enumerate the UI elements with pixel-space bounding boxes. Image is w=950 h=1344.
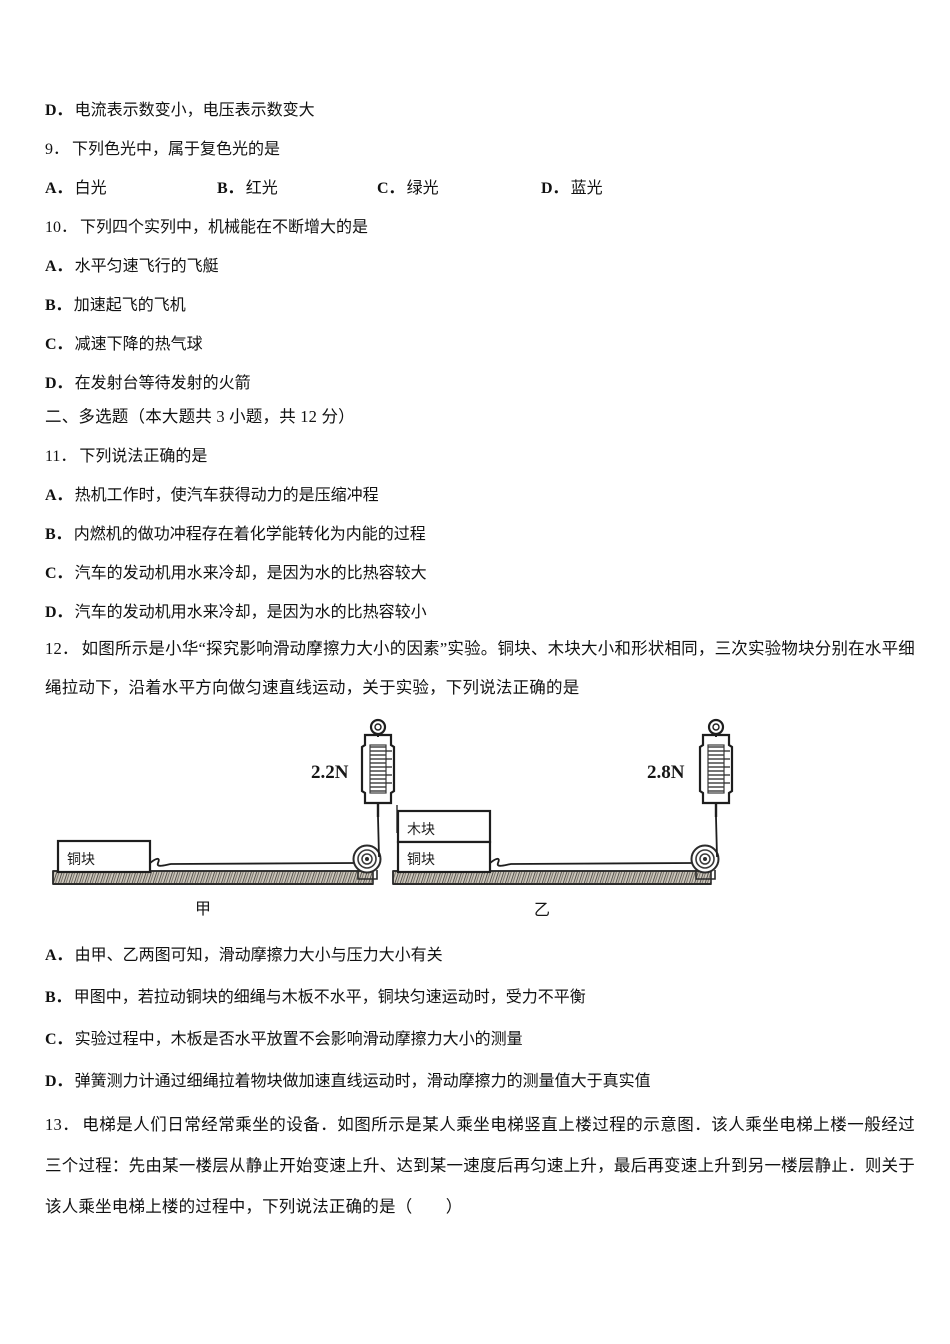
section-two-heading: 二、多选题（本大题共 3 小题，共 12 分） — [45, 407, 355, 426]
question-11-option-b: B． 内燃机的做功冲程存在着化学能转化为内能的过程 — [45, 512, 915, 551]
right-block-stack: 木块 铜块 — [396, 809, 492, 874]
left-setup-jia: 铜块 — [52, 718, 396, 918]
friction-experiment-figure: 铜块 — [45, 713, 915, 928]
question-10-option-b: B． 加速起飞的飞机 — [45, 283, 915, 322]
option-label: A． — [45, 947, 73, 964]
question-11-number: 11． — [45, 447, 77, 465]
question-12-stem-text: 如图所示是小华“探究影响滑动摩擦力大小的因素”实验。铜块、木块大小和形状相同，三… — [45, 639, 915, 697]
option-text: 水平匀速飞行的飞艇 — [74, 257, 219, 275]
question-11-stem-text: 下列说法正确的是 — [79, 447, 208, 465]
option-label: C． — [45, 335, 73, 353]
left-string — [149, 857, 364, 867]
option-label: D． — [45, 603, 73, 621]
left-pulley-icon — [352, 844, 382, 880]
option-label: C． — [45, 564, 73, 582]
question-12-option-c: C． 实验过程中，木板是否水平放置不会影响滑动摩擦力大小的测量 — [45, 1016, 915, 1058]
right-force-reading: 2.8N — [647, 762, 685, 783]
right-figure-caption: 乙 — [534, 902, 550, 919]
option-text: 甲图中，若拉动铜块的细绳与木板不水平，铜块匀速运动时，受力不平衡 — [73, 989, 586, 1006]
question-9-option-c: C． 绿光 — [377, 174, 541, 198]
option-text: 汽车的发动机用水来冷却，是因为水的比热容较大 — [74, 564, 427, 582]
left-block-label-copper: 铜块 — [67, 852, 95, 868]
option-label: A． — [45, 179, 73, 197]
option-text: 减速下降的热气球 — [74, 335, 203, 353]
question-11-stem: 11． 下列说法正确的是 — [45, 434, 915, 473]
option-text: 内燃机的做功冲程存在着化学能转化为内能的过程 — [73, 525, 426, 543]
question-11-option-d: D． 汽车的发动机用水来冷却，是因为水的比热容较小 — [45, 590, 915, 629]
right-vertical-string — [715, 816, 718, 858]
question-10-stem: 10． 下列四个实列中，机械能在不断增大的是 — [45, 205, 915, 244]
option-text: 在发射台等待发射的火箭 — [74, 374, 251, 392]
option-label: A． — [45, 486, 73, 504]
right-setup-yi: 木块 铜块 — [392, 718, 734, 919]
question-10-option-d: D． 在发射台等待发射的火箭 — [45, 361, 915, 400]
question-9-stem: 9． 下列色光中，属于复色光的是 — [45, 127, 915, 166]
option-text: 弹簧测力计通过细绳拉着物块做加速直线运动时，滑动摩擦力的测量值大于真实值 — [74, 1073, 651, 1090]
question-9-stem-text: 下列色光中，属于复色光的是 — [72, 140, 281, 158]
question-11-option-a: A． 热机工作时，使汽车获得动力的是压缩冲程 — [45, 473, 915, 512]
option-label: D． — [45, 101, 73, 119]
question-9-option-b: B． 红光 — [217, 174, 377, 198]
left-vertical-string — [377, 816, 380, 858]
option-label: B． — [45, 989, 72, 1006]
question-10-stem-text: 下列四个实列中，机械能在不断增大的是 — [80, 218, 369, 236]
left-spring-scale-icon — [360, 718, 396, 817]
question-10-number: 10． — [45, 218, 78, 236]
option-text: 汽车的发动机用水来冷却，是因为水的比热容较小 — [74, 603, 427, 621]
question-9-number: 9． — [45, 140, 70, 158]
option-text: 蓝光 — [570, 179, 603, 197]
question-12-stem: 12．如图所示是小华“探究影响滑动摩擦力大小的因素”实验。铜块、木块大小和形状相… — [45, 629, 915, 707]
left-copper-block: 铜块 — [56, 839, 152, 874]
option-text: 电流表示数变小，电压表示数变大 — [74, 101, 315, 119]
option-label: D． — [45, 1073, 73, 1090]
right-pulley-icon — [690, 844, 720, 880]
option-text: 红光 — [245, 179, 278, 197]
page-content: D． 电流表示数变小，电压表示数变大 9． 下列色光中，属于复色光的是 A． 白… — [45, 88, 915, 1227]
option-label: B． — [217, 179, 244, 197]
option-label: B． — [45, 296, 72, 314]
question-10-option-c: C． 减速下降的热气球 — [45, 322, 915, 361]
question-10-option-a: A． 水平匀速飞行的飞艇 — [45, 244, 915, 283]
option-text: 热机工作时，使汽车获得动力的是压缩冲程 — [74, 486, 379, 504]
option-label: D． — [45, 374, 73, 392]
option-text: 白光 — [74, 179, 107, 197]
option-text: 由甲、乙两图可知，滑动摩擦力大小与压力大小有关 — [74, 947, 443, 964]
option-text: 绿光 — [406, 179, 439, 197]
option-label: B． — [45, 525, 72, 543]
question-13-stem-text: 电梯是人们日常经常乘坐的设备．如图所示是某人乘坐电梯竖直上楼过程的示意图．该人乘… — [45, 1115, 915, 1216]
left-force-reading: 2.2N — [311, 762, 349, 783]
option-text: 加速起飞的飞机 — [73, 296, 186, 314]
question-9-option-a: A． 白光 — [45, 174, 217, 198]
question-12-option-b: B． 甲图中，若拉动铜块的细绳与木板不水平，铜块匀速运动时，受力不平衡 — [45, 974, 915, 1016]
question-13-stem: 13．电梯是人们日常经常乘坐的设备．如图所示是某人乘坐电梯竖直上楼过程的示意图．… — [45, 1104, 915, 1227]
question-13: 13．电梯是人们日常经常乘坐的设备．如图所示是某人乘坐电梯竖直上楼过程的示意图．… — [45, 1104, 915, 1227]
option-label: C． — [377, 179, 405, 197]
right-spring-scale-icon — [698, 718, 734, 817]
right-string — [489, 857, 702, 867]
question-12-option-d: D． 弹簧测力计通过细绳拉着物块做加速直线运动时，滑动摩擦力的测量值大于真实值 — [45, 1058, 915, 1100]
question-11-option-c: C． 汽车的发动机用水来冷却，是因为水的比热容较大 — [45, 551, 915, 590]
question-9-options: A． 白光 B． 红光 C． 绿光 D． 蓝光 — [45, 166, 915, 205]
question-12-option-a: A． 由甲、乙两图可知，滑动摩擦力大小与压力大小有关 — [45, 932, 915, 974]
left-figure-caption: 甲 — [195, 901, 211, 918]
friction-diagram-svg: 铜块 — [52, 718, 734, 919]
option-label: D． — [541, 179, 569, 197]
option-label: C． — [45, 1031, 73, 1048]
carryover-option-d: D． 电流表示数变小，电压表示数变大 — [45, 88, 915, 127]
option-label: A． — [45, 257, 73, 275]
question-9-option-d: D． 蓝光 — [541, 174, 603, 198]
right-block-label-wood: 木块 — [407, 822, 435, 838]
option-text: 实验过程中，木板是否水平放置不会影响滑动摩擦力大小的测量 — [74, 1031, 523, 1048]
right-block-label-copper: 铜块 — [407, 852, 435, 868]
question-12-number: 12． — [45, 639, 79, 658]
question-13-number: 13． — [45, 1115, 80, 1134]
